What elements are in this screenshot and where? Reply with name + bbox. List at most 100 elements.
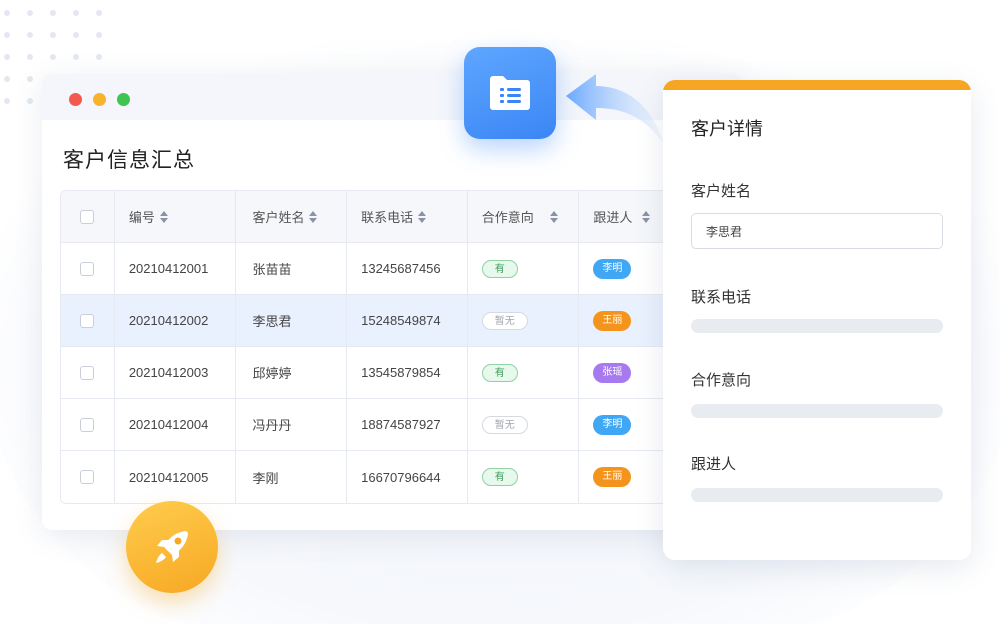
follower-badge: 王丽 — [593, 467, 632, 487]
phone-cell: 15248549874 — [347, 295, 468, 346]
customer-phone: 13245687456 — [361, 261, 441, 276]
name-cell: 张苗苗 — [236, 243, 348, 294]
table-row[interactable]: 20210412001 张苗苗 13245687456 有 李明 — [61, 243, 699, 295]
minimize-window-button[interactable] — [93, 93, 106, 106]
table-row[interactable]: 20210412005 李刚 16670796644 有 王丽 — [61, 451, 699, 503]
id-cell: 20210412001 — [115, 243, 237, 294]
sort-icon[interactable] — [418, 210, 427, 223]
intent-badge: 有 — [481, 363, 518, 382]
intent-cell: 有 — [468, 451, 580, 503]
intent-badge: 暂无 — [481, 311, 528, 330]
column-header-intent[interactable]: 合作意向 — [468, 191, 580, 242]
decorative-dot — [96, 32, 102, 38]
customer-phone: 13545879854 — [361, 365, 441, 380]
follower-badge: 张瑶 — [593, 362, 632, 383]
row-select-cell — [61, 399, 115, 450]
follower-cell: 李明 — [579, 399, 699, 450]
id-cell: 20210412004 — [115, 399, 237, 450]
phone-field[interactable] — [691, 319, 943, 333]
panel-accent-bar — [663, 80, 971, 90]
name-cell: 李思君 — [236, 295, 348, 346]
row-checkbox[interactable] — [80, 470, 95, 484]
customer-id: 20210412001 — [128, 261, 209, 276]
decorative-dot — [4, 10, 10, 16]
sort-icon[interactable] — [642, 210, 651, 223]
maximize-window-button[interactable] — [117, 93, 130, 106]
column-header-phone[interactable]: 联系电话 — [347, 191, 468, 242]
follower-cell: 李明 — [579, 243, 699, 294]
intent-badge: 有 — [481, 468, 518, 486]
intent-field[interactable] — [691, 404, 943, 418]
rocket-button[interactable] — [126, 501, 218, 593]
column-header-id[interactable]: 编号 — [115, 191, 237, 242]
column-header-follower[interactable]: 跟进人 — [579, 191, 699, 242]
folder-button[interactable] — [464, 47, 556, 139]
decorative-dot — [96, 54, 102, 60]
phone-cell: 13545879854 — [347, 347, 468, 398]
customer-id: 20210412002 — [128, 313, 209, 328]
column-label: 跟进人 — [593, 210, 633, 225]
table-row[interactable]: 20210412002 李思君 15248549874 暂无 王丽 — [61, 295, 699, 347]
name-cell: 冯丹丹 — [236, 399, 348, 450]
name-label: 客户姓名 — [691, 183, 752, 200]
rocket-icon — [156, 531, 188, 563]
row-select-cell — [61, 243, 115, 294]
row-select-cell — [61, 295, 115, 346]
decorative-dot — [4, 76, 10, 82]
phone-cell: 13245687456 — [347, 243, 468, 294]
decorative-dot — [4, 32, 10, 38]
customer-id: 20210412004 — [128, 417, 209, 432]
sort-icon[interactable] — [549, 210, 558, 223]
customer-id: 20210412003 — [128, 365, 209, 380]
decorative-dot — [27, 54, 33, 60]
column-header-name[interactable]: 客户姓名 — [236, 191, 348, 242]
page-title: 客户信息汇总 — [63, 149, 195, 172]
customer-name: 邱婷婷 — [252, 366, 292, 381]
decorative-dot — [4, 54, 10, 60]
folder-list-icon — [490, 76, 530, 110]
decorative-dot — [27, 98, 33, 104]
id-cell: 20210412002 — [115, 295, 237, 346]
name-cell: 李刚 — [236, 451, 348, 503]
follower-label: 跟进人 — [691, 456, 737, 473]
decorative-dot — [73, 54, 79, 60]
decorative-dot — [96, 10, 102, 16]
intent-cell: 有 — [468, 347, 580, 398]
table-header: 编号 客户姓名 联系电话 合作意向 跟进人 — [61, 191, 699, 243]
name-cell: 邱婷婷 — [236, 347, 348, 398]
intent-label: 合作意向 — [691, 372, 752, 389]
column-label: 编号 — [128, 210, 155, 225]
follower-cell: 张瑶 — [579, 347, 699, 398]
sort-icon[interactable] — [309, 210, 318, 223]
intent-badge: 有 — [481, 259, 518, 278]
panel-title: 客户详情 — [691, 119, 763, 139]
follower-cell: 王丽 — [579, 295, 699, 346]
decorative-dot — [4, 98, 10, 104]
name-field[interactable]: 李思君 — [691, 213, 943, 249]
intent-badge: 暂无 — [481, 415, 528, 434]
header-select-cell — [61, 191, 115, 242]
customer-id: 20210412005 — [128, 469, 209, 485]
table-row[interactable]: 20210412004 冯丹丹 18874587927 暂无 李明 — [61, 399, 699, 451]
sort-icon[interactable] — [159, 210, 168, 223]
decorative-dot — [27, 32, 33, 38]
id-cell: 20210412005 — [115, 451, 237, 503]
customer-phone: 18874587927 — [361, 417, 441, 432]
close-window-button[interactable] — [69, 93, 82, 106]
column-label: 合作意向 — [481, 210, 534, 225]
customer-phone: 16670796644 — [361, 469, 441, 485]
row-checkbox[interactable] — [80, 365, 95, 380]
customer-name: 李思君 — [252, 314, 292, 329]
row-checkbox[interactable] — [80, 261, 95, 276]
table-row[interactable]: 20210412003 邱婷婷 13545879854 有 张瑶 — [61, 347, 699, 399]
phone-cell: 18874587927 — [347, 399, 468, 450]
row-checkbox[interactable] — [80, 313, 95, 328]
follower-field[interactable] — [691, 488, 943, 502]
customer-window: 客户信息汇总 编号 客户姓名 联系电话 合作意向 跟进人 20210412001… — [42, 74, 742, 530]
decorative-dot — [50, 54, 56, 60]
select-all-checkbox[interactable] — [80, 209, 95, 224]
customer-name: 张苗苗 — [252, 262, 292, 277]
phone-cell: 16670796644 — [347, 451, 468, 503]
row-checkbox[interactable] — [80, 417, 95, 432]
